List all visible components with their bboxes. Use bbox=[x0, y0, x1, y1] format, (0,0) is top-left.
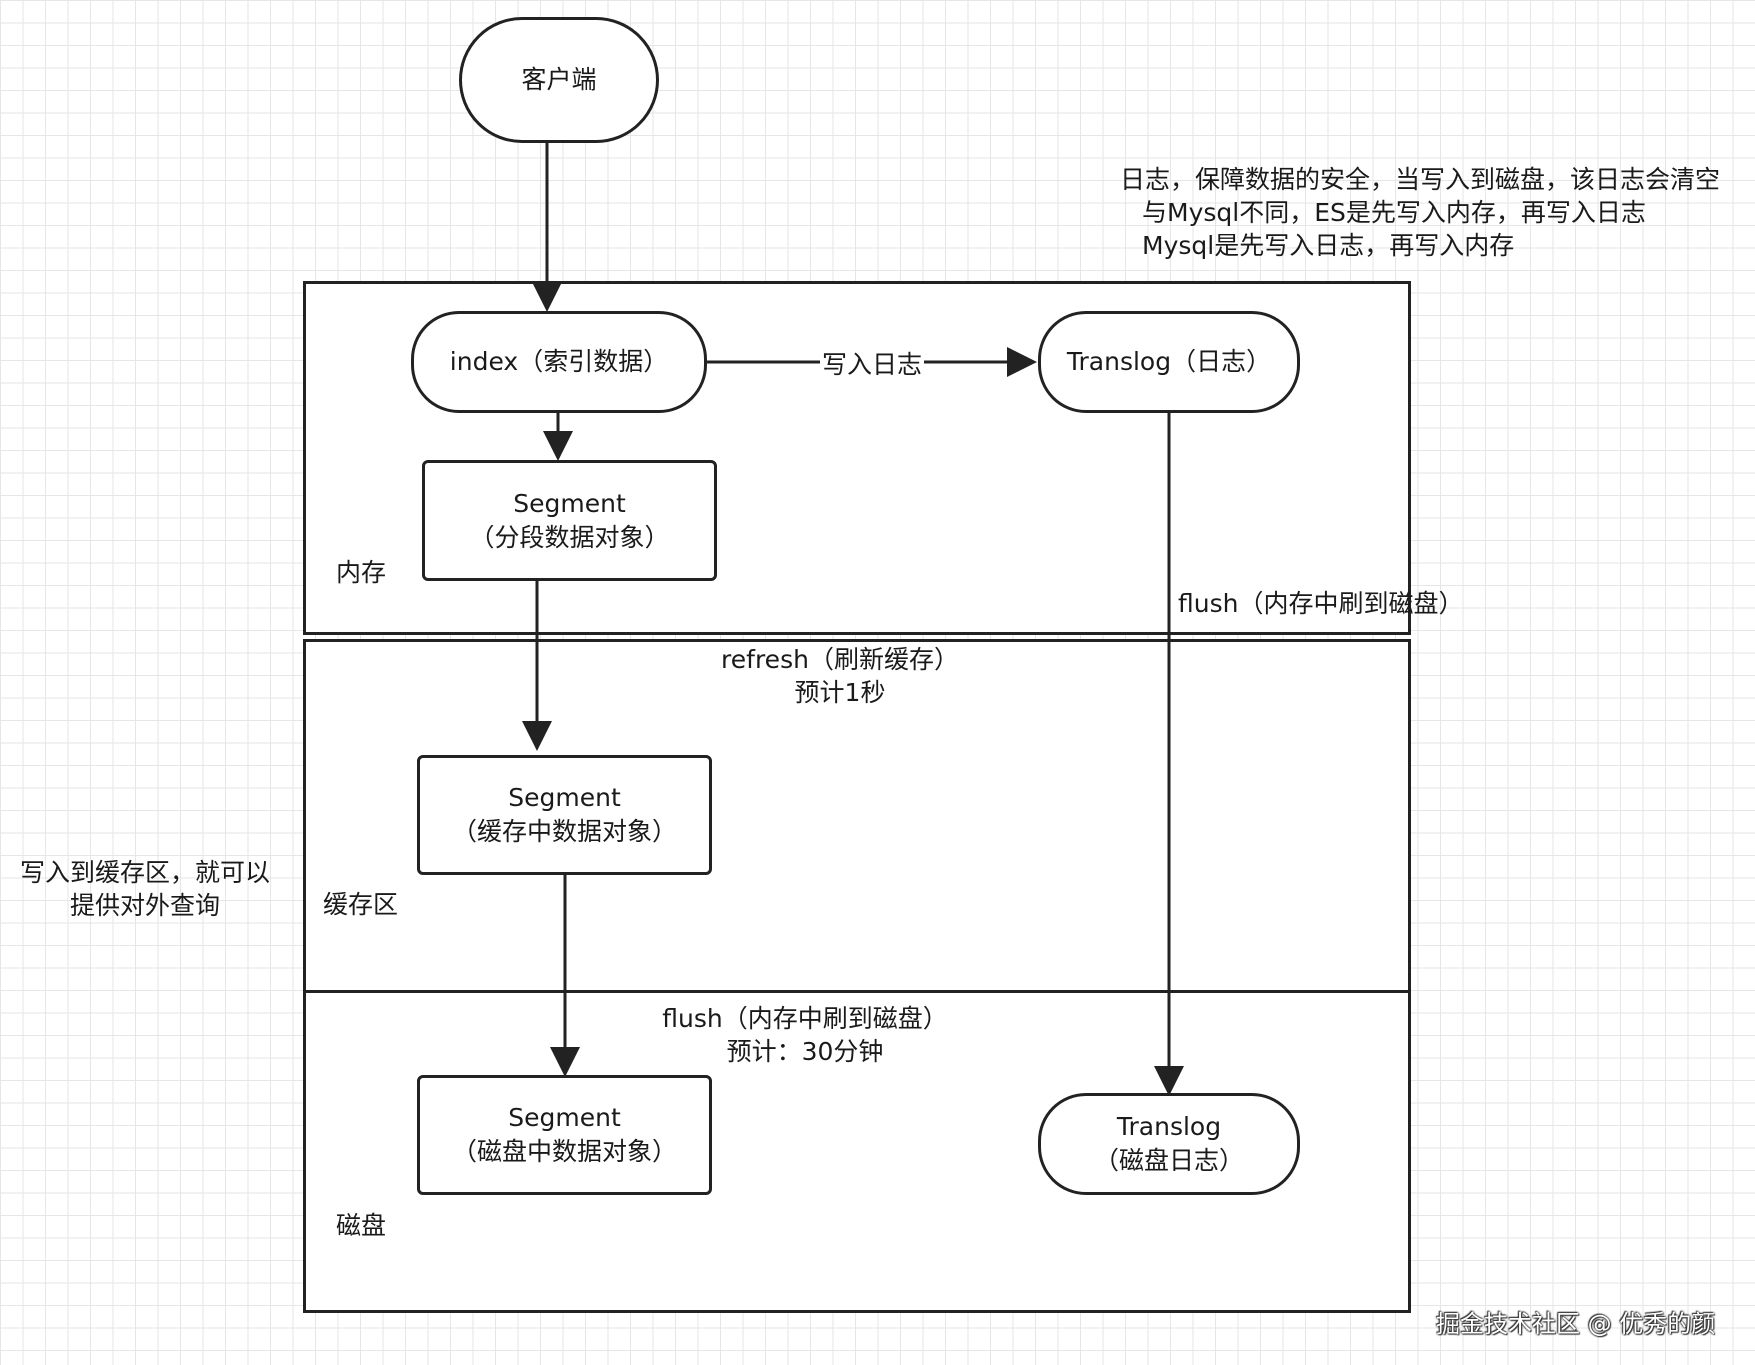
translog-disk-subtitle: （磁盘日志） bbox=[1093, 1146, 1244, 1175]
translog-note-line3: Mysql是先写入日志，再写入内存 bbox=[1142, 231, 1515, 260]
cache-note-line1: 写入到缓存区，就可以 bbox=[19, 858, 270, 887]
flush-translog-label: flush（内存中刷到磁盘） bbox=[1178, 589, 1464, 618]
client-node: 客户端 bbox=[459, 17, 659, 143]
client-label: 客户端 bbox=[521, 65, 597, 94]
segment-disk-title: Segment bbox=[508, 1103, 621, 1132]
write-log-label: 写入日志 bbox=[820, 348, 925, 381]
segment-disk-node: Segment （磁盘中数据对象） bbox=[417, 1075, 712, 1195]
translog-note-line1: 日志，保障数据的安全，当写入到磁盘，该日志会清空 bbox=[1120, 165, 1721, 194]
flush-segment-label: flush（内存中刷到磁盘） 预计：30分钟 bbox=[645, 1002, 965, 1068]
segment-cache-title: Segment bbox=[508, 783, 621, 812]
index-label: index（索引数据） bbox=[449, 347, 669, 376]
cache-zone-label: 缓存区 bbox=[323, 890, 399, 919]
refresh-label-line2: 预计1秒 bbox=[794, 678, 886, 707]
translog-disk-title: Translog bbox=[1116, 1112, 1222, 1141]
segment-memory-subtitle: （分段数据对象） bbox=[469, 522, 670, 552]
index-node: index（索引数据） bbox=[411, 311, 707, 413]
segment-memory-title: Segment bbox=[513, 488, 626, 518]
segment-memory-node: Segment （分段数据对象） bbox=[422, 460, 717, 581]
translog-memory-node: Translog（日志） bbox=[1038, 311, 1300, 413]
watermark: 掘金技术社区 @ 优秀的颜 bbox=[1436, 1310, 1716, 1338]
flush-segment-label-line1: flush（内存中刷到磁盘） bbox=[662, 1004, 948, 1033]
translog-note: 日志，保障数据的安全，当写入到磁盘，该日志会清空 与Mysql不同，ES是先写入… bbox=[1120, 163, 1720, 262]
segment-cache-node: Segment （缓存中数据对象） bbox=[417, 755, 712, 875]
refresh-label-line1: refresh（刷新缓存） bbox=[721, 645, 959, 674]
segment-disk-subtitle: （磁盘中数据对象） bbox=[451, 1137, 677, 1166]
segment-cache-subtitle: （缓存中数据对象） bbox=[451, 817, 677, 846]
flush-segment-label-line2: 预计：30分钟 bbox=[726, 1037, 884, 1066]
refresh-label: refresh（刷新缓存） 预计1秒 bbox=[700, 643, 980, 709]
translog-disk-node: Translog （磁盘日志） bbox=[1038, 1093, 1300, 1195]
cache-note-line2: 提供对外查询 bbox=[69, 891, 220, 920]
translog-memory-label: Translog（日志） bbox=[1066, 347, 1272, 376]
cache-note: 写入到缓存区，就可以 提供对外查询 bbox=[10, 856, 280, 922]
memory-zone-label: 内存 bbox=[336, 558, 387, 587]
translog-note-line2: 与Mysql不同，ES是先写入内存，再写入日志 bbox=[1142, 198, 1646, 227]
disk-zone-label: 磁盘 bbox=[336, 1211, 387, 1240]
